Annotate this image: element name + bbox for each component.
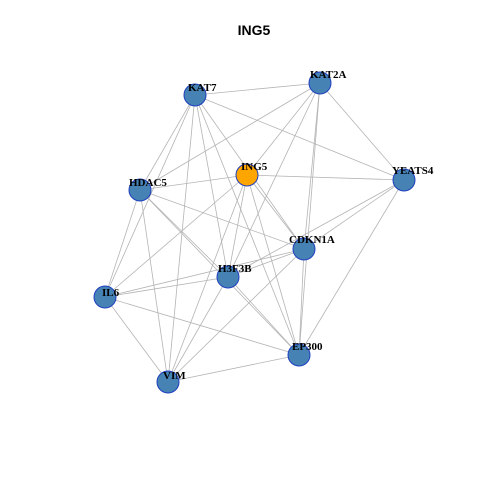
edge-hdac5-h3f3b	[139, 189, 229, 278]
edge-kat2a-h3f3b	[227, 82, 321, 278]
node-kat7: KAT7	[183, 82, 217, 107]
node-label-ing5: ING5	[241, 161, 268, 173]
edge-ing5-yeats4	[246, 174, 405, 181]
edge-ing5-h3f3b	[227, 174, 248, 278]
node-label-yeats4: YEATS4	[392, 165, 434, 177]
edge-h3f3b-vim	[167, 276, 229, 383]
edge-kat2a-yeats4	[319, 82, 405, 181]
node-vim: VIM	[156, 370, 186, 394]
node-label-hdac5: HDAC5	[129, 177, 167, 189]
node-label-kat2a: KAT2A	[310, 69, 347, 81]
edge-yeats4-ep300	[298, 179, 405, 356]
edge-yeats4-h3f3b	[227, 179, 405, 278]
edge-hdac5-il6	[104, 189, 141, 298]
edge-cdkn1a-vim	[167, 248, 305, 383]
edge-ing5-vim	[167, 174, 248, 383]
node-circle-kat2a	[308, 71, 332, 95]
edge-kat7-vim	[167, 94, 196, 383]
edge-ing5-cdkn1a	[246, 174, 305, 250]
node-circle-hdac5	[128, 178, 152, 202]
edge-kat7-yeats4	[194, 94, 405, 181]
node-label-il6: IL6	[102, 287, 120, 299]
edge-cdkn1a-il6	[104, 248, 305, 298]
graph-title: ING5	[238, 22, 271, 38]
edge-il6-ep300	[104, 296, 300, 356]
node-ep300: EP300	[287, 341, 323, 367]
edge-ing5-hdac5	[139, 174, 248, 191]
edge-h3f3b-il6	[104, 276, 229, 298]
edge-il6-vim	[104, 296, 169, 383]
edge-ing5-il6	[104, 174, 248, 298]
node-label-h3f3b: H3F3B	[218, 263, 252, 275]
node-kat2a: KAT2A	[308, 69, 347, 95]
node-h3f3b: H3F3B	[216, 263, 252, 289]
node-circle-ing5	[235, 163, 259, 187]
node-circle-il6	[93, 285, 117, 309]
edge-kat2a-ing5	[246, 82, 321, 176]
node-label-kat7: KAT7	[188, 82, 217, 94]
edge-kat2a-hdac5	[139, 82, 321, 191]
edge-vim-ep300	[167, 354, 300, 383]
node-label-ep300: EP300	[292, 341, 323, 353]
node-label-cdkn1a: CDKN1A	[289, 234, 335, 246]
edge-hdac5-cdkn1a	[139, 189, 305, 250]
edge-kat7-il6	[104, 94, 196, 298]
node-hdac5: HDAC5	[128, 177, 167, 202]
node-circle-yeats4	[392, 168, 416, 192]
edge-kat7-kat2a	[194, 82, 321, 96]
edge-hdac5-vim	[139, 189, 169, 383]
node-circle-ep300	[287, 343, 311, 367]
edge-kat2a-cdkn1a	[303, 82, 321, 250]
edge-kat7-hdac5	[139, 94, 196, 191]
node-cdkn1a: CDKN1A	[289, 234, 335, 261]
edge-kat7-h3f3b	[194, 94, 229, 278]
node-circle-h3f3b	[216, 265, 240, 289]
node-circle-cdkn1a	[292, 237, 316, 261]
edge-kat2a-ep300	[298, 82, 321, 356]
node-ing5: ING5	[235, 161, 268, 187]
node-circle-vim	[156, 370, 180, 394]
node-circle-kat7	[183, 83, 207, 107]
edge-h3f3b-ep300	[227, 276, 300, 356]
node-yeats4: YEATS4	[392, 165, 434, 192]
edge-kat7-ep300	[194, 94, 300, 356]
edge-ing5-ep300	[246, 174, 300, 356]
edge-cdkn1a-h3f3b	[227, 248, 305, 278]
node-il6: IL6	[93, 285, 120, 309]
node-label-vim: VIM	[163, 370, 186, 382]
edge-yeats4-cdkn1a	[303, 179, 405, 250]
edges-layer	[104, 82, 405, 383]
edge-cdkn1a-ep300	[298, 248, 305, 356]
